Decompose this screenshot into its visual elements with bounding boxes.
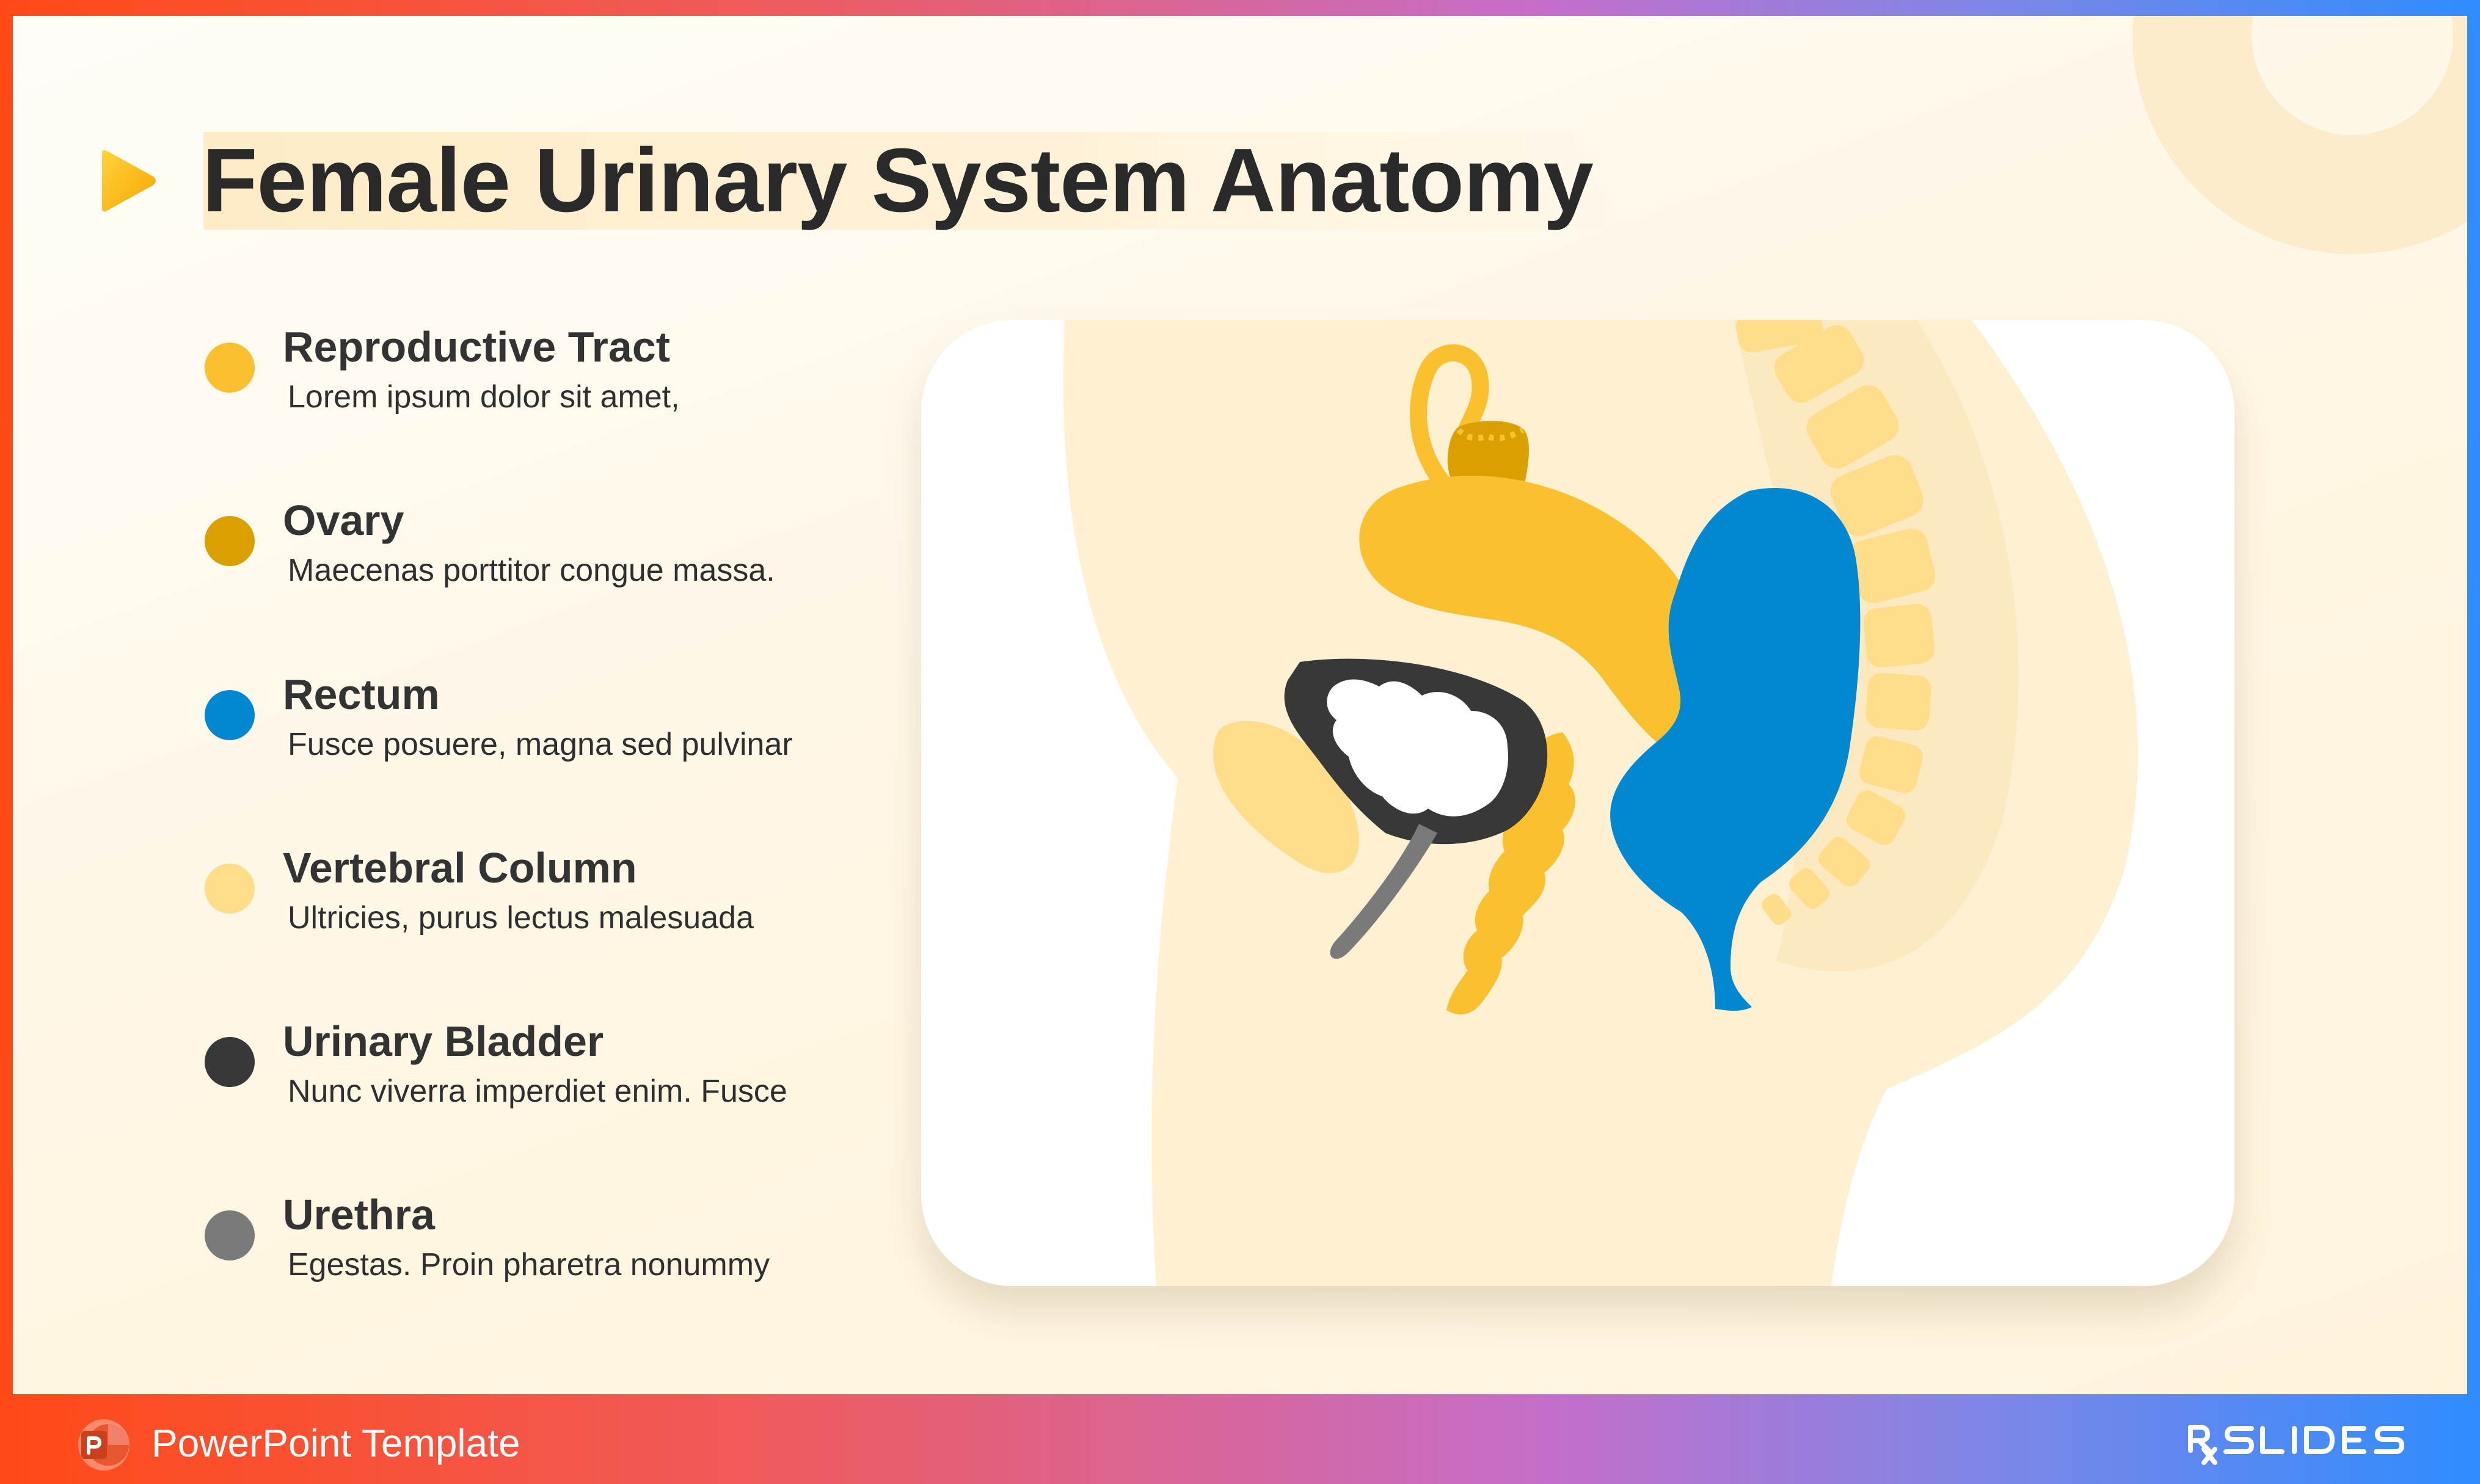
legend-name: Urinary Bladder — [283, 1017, 604, 1065]
bladder-lumen — [1327, 679, 1508, 817]
anatomy-illustration — [1063, 320, 2139, 1286]
legend-item-urethra: Urethra Egestas. Proin pharetra nonummy — [190, 1187, 923, 1309]
legend-dot-rectum — [205, 690, 255, 740]
legend-item-rectum: Rectum Fusce posuere, magna sed pulvinar — [190, 667, 923, 789]
reproductive-tract — [1359, 475, 1724, 758]
legend-name: Vertebral Column — [283, 844, 637, 892]
vertebral-column — [1735, 320, 1936, 925]
vagina — [1446, 732, 1575, 1015]
slide: Female Urinary System Anatomy Reproducti… — [13, 16, 2467, 1394]
rectum — [1610, 487, 1861, 1011]
title-highlight — [203, 132, 1624, 230]
legend-name: Rectum — [283, 671, 440, 718]
pubic-bone — [1213, 721, 1360, 873]
legend-name: Ovary — [283, 496, 404, 544]
play-triangle-icon — [102, 150, 156, 212]
legend-desc: Nunc viverra imperdiet enim. Fusce — [288, 1074, 787, 1109]
legend-dot-ovary — [205, 516, 255, 566]
page-title: Female Urinary System Anatomy — [202, 130, 1594, 231]
urethra — [1330, 824, 1437, 959]
legend-desc: Ultricies, purus lectus malesuada — [288, 900, 754, 936]
legend-desc: Fusce posuere, magna sed pulvinar — [288, 727, 793, 762]
footer: PowerPoint Template — [0, 1394, 2480, 1484]
anatomy-card — [921, 320, 2234, 1286]
legend-name: Urethra — [283, 1191, 435, 1238]
rxslides-logo — [2188, 1425, 2404, 1465]
legend-item-reproductive-tract: Reproductive Tract Lorem ipsum dolor sit… — [190, 319, 923, 442]
powerpoint-icon — [78, 1419, 129, 1471]
legend-dot-urinary-bladder — [205, 1037, 255, 1087]
legend-desc: Maecenas porttitor congue massa. — [288, 553, 775, 588]
legend-item-urinary-bladder: Urinary Bladder Nunc viverra imperdiet e… — [190, 1014, 923, 1136]
footer-label: PowerPoint Template — [151, 1421, 520, 1465]
fallopian-tube — [1410, 344, 1489, 492]
legend-dot-vertebral-column — [205, 864, 255, 914]
legend-item-ovary: Ovary Maecenas porttitor congue massa. — [190, 493, 923, 615]
legend-dot-urethra — [205, 1210, 255, 1260]
legend-desc: Egestas. Proin pharetra nonummy — [288, 1247, 770, 1282]
legend-desc: Lorem ipsum dolor sit amet, — [288, 379, 680, 415]
legend-item-vertebral-column: Vertebral Column Ultricies, purus lectus… — [190, 840, 923, 962]
legend-dot-reproductive-tract — [205, 343, 255, 393]
decorative-ring — [2132, 16, 2467, 254]
legend-name: Reproductive Tract — [283, 323, 671, 371]
